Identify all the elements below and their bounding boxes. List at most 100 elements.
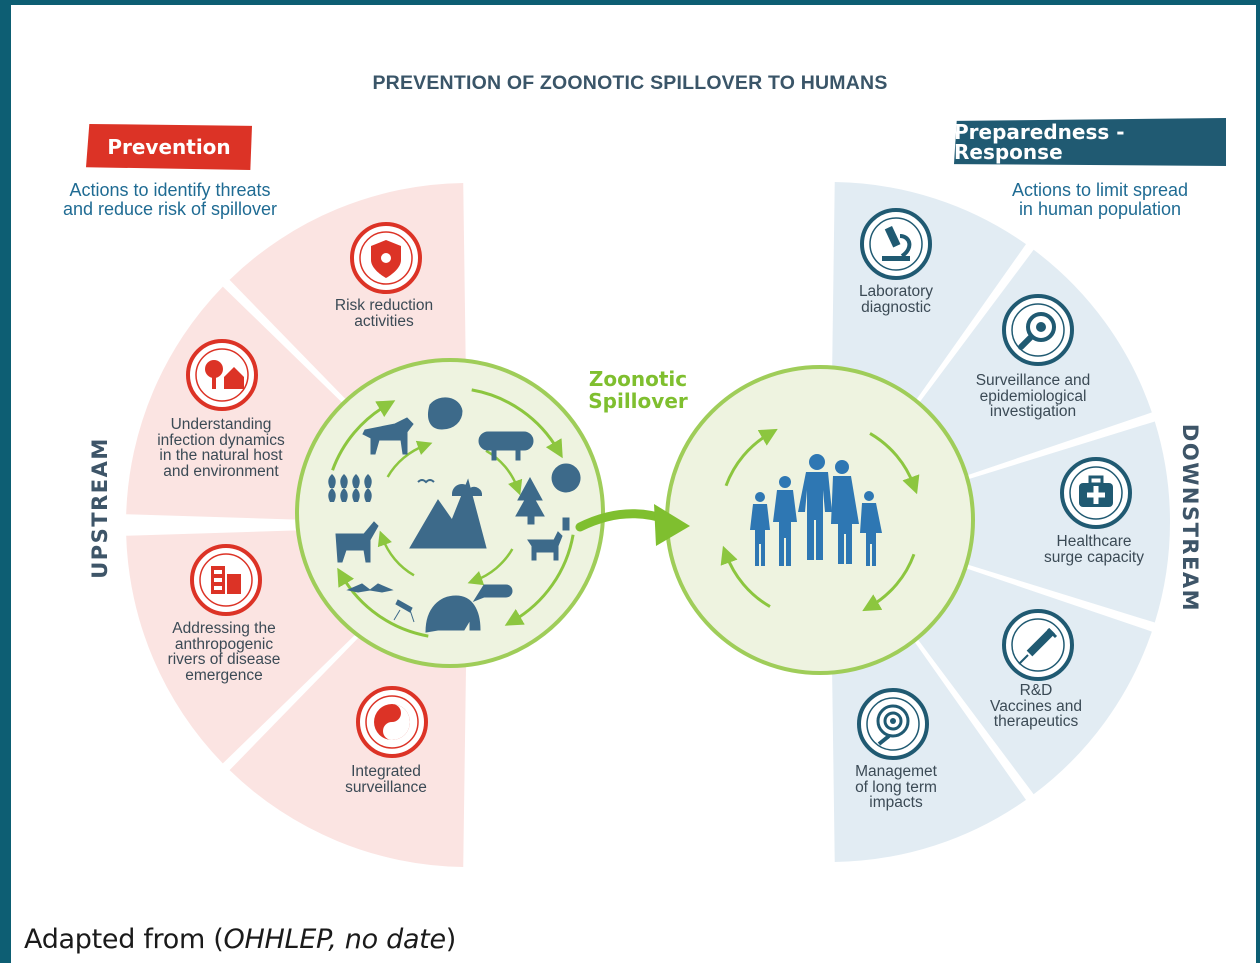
segment-label-line: of long term <box>855 778 937 796</box>
credit-source: OHHLEP, no date <box>223 924 447 955</box>
human-family-icon <box>750 454 882 566</box>
preparedness-subtitle-line: in human population <box>1018 199 1182 219</box>
preparedness-banner: Preparedness -Response <box>954 118 1226 166</box>
animal-icons <box>328 397 581 633</box>
tree-icon <box>515 476 545 525</box>
segment-label-line: Healthcare <box>1056 533 1132 550</box>
syringe-icon <box>1002 609 1074 681</box>
prevention-subtitle-line: Actions to identify threats <box>69 180 271 200</box>
segment-label-risk-reduction: Risk reduction activities <box>314 298 454 329</box>
cycle-arrow <box>485 449 523 496</box>
rat-icon <box>472 584 513 603</box>
preparedness-subtitle: Actions to limit spread in human populat… <box>970 181 1230 219</box>
mosquito-icon <box>393 599 415 623</box>
segment-label-line: investigation <box>989 403 1077 420</box>
cloud-icon <box>452 483 483 496</box>
preparedness-segments <box>831 182 1170 862</box>
preparedness-segment <box>913 567 1152 795</box>
turkey-icon <box>428 397 463 430</box>
spillover-label-line: Spillover <box>588 389 688 413</box>
segment-label-laboratory: Laboratory diagnostic <box>826 284 966 315</box>
segment-label-line: Integrated <box>351 763 421 780</box>
cycle-arrow <box>337 567 429 638</box>
prevention-segment <box>229 625 467 867</box>
segment-label-long-term: Managemet of long term impacts <box>826 764 966 811</box>
source-credit: Adapted from (OHHLEP, no date) <box>24 924 456 955</box>
segment-label-line: Vaccines and <box>990 697 1082 715</box>
upstream-label: UPSTREAM <box>88 437 112 579</box>
cycle-arrow <box>386 440 433 478</box>
segment-label-line: Addressing the <box>172 620 276 637</box>
cycle-arrow <box>869 432 920 495</box>
sheep-icon <box>478 431 534 461</box>
segment-label-line: epidemiological <box>979 387 1087 405</box>
prevention-subtitle-line: and reduce risk of spillover <box>62 199 278 219</box>
yin-yang-icon <box>356 686 428 758</box>
segment-label-healthcare: Healthcare surge capacity <box>1024 534 1164 565</box>
segment-label-surveillance: Surveillance and epidemiological investi… <box>955 373 1111 420</box>
preparedness-subtitle-line: Actions to limit spread <box>1011 180 1189 200</box>
cycle-arrow <box>720 545 771 608</box>
segment-label-line: Understanding <box>170 416 272 433</box>
credit-prefix: Adapted from ( <box>24 924 224 955</box>
segment-label-line: surge capacity <box>1044 548 1144 566</box>
segment-label-infection-dynamics: Understanding infection dynamics in the … <box>141 417 301 479</box>
prevention-banner: Prevention <box>86 124 252 170</box>
segment-label-integrated-surveillance: Integrated surveillance <box>316 764 456 795</box>
shield-virus-icon <box>350 222 422 294</box>
downstream-label: DOWNSTREAM <box>1178 423 1202 613</box>
segment-label-line: diagnostic <box>861 298 931 316</box>
plant-icon <box>328 474 336 488</box>
prevention-banner-label: Prevention <box>107 135 231 159</box>
segment-label-line: Laboratory <box>858 283 934 300</box>
diagram-title: PREVENTION OF ZOONOTIC SPILLOVER TO HUMA… <box>372 72 888 94</box>
plant-icon <box>340 474 348 488</box>
cycle-arrow <box>504 534 575 626</box>
segment-label-line: in the natural host <box>159 447 283 464</box>
frame-top-border <box>0 0 1260 5</box>
cycle-arrow <box>471 388 563 459</box>
plant-icon <box>340 488 348 502</box>
segment-label-line: Risk reduction <box>334 297 434 314</box>
segment-label-line: anthropogenic <box>174 635 274 653</box>
plant-icon <box>364 488 372 502</box>
tree-house-icon <box>186 339 258 411</box>
medical-kit-icon <box>1060 457 1132 529</box>
segment-label-line: Surveillance and <box>975 372 1091 389</box>
goat-icon <box>527 531 563 561</box>
prevention-subtitle: Actions to identify threats and reduce r… <box>40 181 300 219</box>
segment-label-line: rivers of disease <box>167 651 281 668</box>
segment-label-line: and environment <box>163 462 279 480</box>
segment-label-line: Managemet <box>855 763 937 780</box>
frame-left-border <box>0 0 11 963</box>
frame-right-border <box>1256 0 1260 963</box>
cycle-arrow <box>331 400 396 471</box>
plant-icon <box>352 474 360 488</box>
segment-label-line: impacts <box>869 794 923 811</box>
bird-icon <box>417 479 435 484</box>
segment-label-line: infection dynamics <box>157 431 285 449</box>
cycle-arrows-left <box>331 388 575 638</box>
cycle-arrow <box>377 530 415 577</box>
cycle-arrow <box>467 548 514 586</box>
prevention-segment <box>126 529 368 764</box>
bat-icon <box>346 583 394 593</box>
plant-icon <box>364 474 372 488</box>
credit-suffix: ) <box>445 924 457 955</box>
tree-round-icon <box>551 463 581 531</box>
spillover-label-line: Zoonotic <box>588 367 688 391</box>
building-icon <box>190 544 262 616</box>
plant-icon <box>352 488 360 502</box>
segment-label-line: activities <box>354 312 414 330</box>
target-icon <box>857 688 929 760</box>
segment-label-line: R&D <box>1019 682 1053 699</box>
cycle-arrow <box>724 428 778 487</box>
wolf-icon <box>362 417 414 455</box>
deer-icon <box>335 521 379 563</box>
zoonotic-spillover-label: Zoonotic Spillover <box>578 368 698 412</box>
microscope-icon <box>860 208 932 280</box>
mountain-icon <box>409 478 487 549</box>
spillover-arrow-head <box>654 504 690 546</box>
cycle-arrows-right <box>720 428 920 612</box>
